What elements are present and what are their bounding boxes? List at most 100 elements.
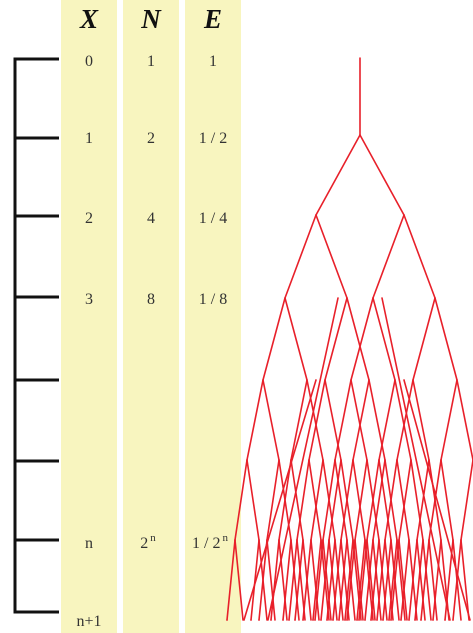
tree-branch-63	[328, 459, 342, 541]
tree-branch-44	[310, 539, 320, 621]
tree-branch-73	[368, 379, 386, 461]
tree-branch-5	[262, 297, 286, 381]
tree-branch-8	[262, 379, 280, 461]
tree-branch-51	[308, 379, 326, 461]
cell-x-row-n: n	[85, 535, 93, 552]
branching-tree	[226, 57, 473, 621]
cell-n-row-1: 2	[147, 130, 155, 147]
tree-branch-4	[315, 214, 348, 299]
tree-branch-144	[384, 459, 398, 541]
column-x-background	[61, 0, 117, 633]
column-header-x: X	[79, 4, 99, 34]
tree-branch-148	[384, 539, 394, 621]
tree-branch-50	[346, 297, 370, 381]
tree-branch-127	[382, 539, 392, 621]
column-header-e: E	[203, 4, 222, 34]
tree-branch-116	[378, 539, 388, 621]
tree-branch-153	[416, 459, 430, 541]
tree-branch-7	[246, 379, 264, 461]
tree-branch-185	[267, 297, 339, 621]
tree-branch-84	[372, 459, 386, 541]
cell-n-row-n-base: 2	[140, 535, 148, 552]
tree-branch-69	[344, 539, 354, 621]
cell-e-row-2: 1 / 4	[199, 210, 227, 227]
tree-branch-166	[440, 459, 454, 541]
cell-n-row-n-exponent: n	[150, 532, 156, 544]
tree-branch-23	[266, 539, 276, 621]
tree-branch-16	[250, 539, 260, 621]
tree-branch-10	[234, 459, 248, 541]
tree-branch-169	[428, 539, 438, 621]
tree-branch-87	[364, 539, 374, 621]
cell-n-row-0: 1	[147, 53, 155, 70]
tree-branch-66	[320, 539, 330, 621]
tree-branch-177	[452, 539, 462, 621]
tree-branch-113	[354, 539, 364, 621]
tree-branch-139	[412, 297, 436, 381]
tree-branch-37	[294, 539, 304, 621]
tree-branch-49	[324, 297, 348, 381]
tree-branch-76	[352, 459, 366, 541]
cell-x-row-n-plus-1: n+1	[76, 613, 101, 630]
cell-x-row-2: 2	[85, 210, 93, 227]
tree-branch-101	[334, 459, 348, 541]
tree-branch-78	[332, 539, 342, 621]
tree-branch-60	[312, 539, 322, 621]
cell-e-row-3: 1 / 8	[199, 291, 227, 308]
tree-branch-178	[460, 539, 470, 621]
tree-branch-1	[315, 134, 361, 216]
tree-branch-54	[296, 459, 310, 541]
tree-branch-121	[366, 459, 380, 541]
tree-branch-72	[352, 379, 370, 461]
tree-branch-162	[440, 379, 458, 461]
tree-branch-90	[388, 539, 398, 621]
tree-branch-22	[258, 539, 268, 621]
cell-e-row-n-base: 1 / 2	[192, 535, 220, 552]
tree-branch-32	[290, 459, 304, 541]
tree-branch-47	[334, 539, 344, 621]
tree-branch-3	[284, 214, 317, 299]
tree-branch-2	[359, 134, 405, 216]
tree-branch-131	[410, 459, 424, 541]
tree-branch-142	[412, 379, 430, 461]
tree-branch-26	[290, 539, 300, 621]
tree-branch-6	[284, 297, 308, 381]
tree-branch-14	[234, 539, 244, 621]
column-header-n: N	[140, 4, 162, 34]
tree-branch-130	[398, 459, 412, 541]
tree-branch-112	[346, 539, 356, 621]
tree-branch-35	[278, 539, 288, 621]
tree-branch-29	[306, 379, 324, 461]
tree-branch-140	[434, 297, 458, 381]
tree-branch-25	[282, 539, 292, 621]
tree-branch-103	[314, 539, 324, 621]
tree-branch-122	[378, 459, 392, 541]
tree-branch-137	[422, 539, 432, 621]
column-n-background	[123, 0, 179, 633]
tree-branch-11	[246, 459, 260, 541]
cell-n-row-2: 4	[147, 210, 155, 227]
tree-branch-159	[432, 539, 442, 621]
cell-e-row-1: 1 / 2	[199, 130, 227, 147]
tree-branch-168	[420, 539, 430, 621]
tree-branch-96	[372, 297, 396, 381]
tree-branch-183	[243, 379, 317, 621]
tree-branch-163	[456, 379, 473, 461]
tree-branch-184	[403, 379, 471, 621]
cell-n-row-3: 8	[147, 291, 155, 308]
tree-branch-55	[308, 459, 322, 541]
tree-branch-94	[403, 214, 436, 299]
tree-branch-95	[350, 297, 374, 381]
tree-branch-134	[398, 539, 408, 621]
tree-branch-19	[266, 459, 280, 541]
tree-branch-31	[278, 459, 292, 541]
tree-branch-118	[378, 379, 396, 461]
cell-x-row-1: 1	[85, 130, 93, 147]
tree-branch-34	[270, 539, 280, 621]
tree-branch-13	[226, 539, 236, 621]
tree-branch-141	[396, 379, 414, 461]
tree-branch-157	[416, 539, 426, 621]
cell-e-row-0: 1	[209, 53, 217, 70]
